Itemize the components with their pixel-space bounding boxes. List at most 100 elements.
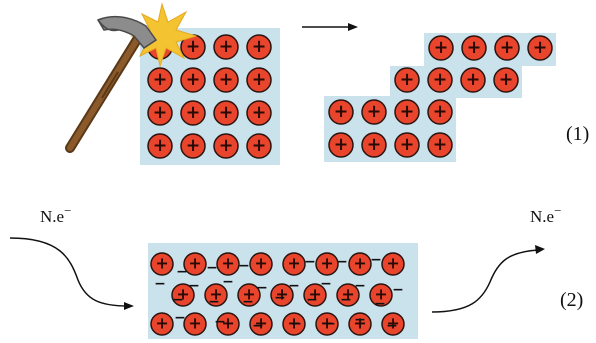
positive-ion: +	[394, 67, 420, 93]
ion-sign: +	[500, 38, 515, 58]
electron: −	[354, 278, 366, 294]
electron: −	[304, 254, 316, 270]
electron: −	[256, 280, 268, 296]
ion-sign: +	[188, 314, 201, 333]
ion-sign: +	[221, 254, 234, 273]
ion-sign: +	[188, 254, 201, 273]
positive-ion: +	[213, 133, 239, 159]
ion-sign: +	[320, 254, 333, 273]
positive-ion: +	[527, 35, 553, 61]
positive-ion: +	[180, 67, 206, 93]
ion-sign: +	[221, 314, 234, 333]
ion-sign: +	[499, 70, 514, 90]
positive-ion: +	[150, 252, 174, 276]
ion-sign: +	[254, 314, 267, 333]
positive-ion: +	[213, 34, 239, 60]
positive-ion: +	[213, 100, 239, 126]
positive-ion: +	[183, 312, 207, 336]
positive-ion: +	[180, 100, 206, 126]
electron: −	[374, 296, 386, 312]
positive-ion: +	[460, 67, 486, 93]
electron: −	[354, 312, 366, 328]
positive-ion: +	[361, 99, 387, 125]
electron: −	[336, 254, 348, 270]
positive-ion: +	[171, 283, 195, 307]
electron: −	[154, 276, 166, 292]
ion-sign: +	[367, 102, 382, 122]
positive-ion: +	[427, 67, 453, 93]
ion-sign: +	[186, 103, 201, 123]
positive-ion: +	[315, 252, 339, 276]
electron-group: −−−−−−−−−−−−−−−−−−−−−−−−−−−−	[154, 252, 404, 334]
positive-ion: +	[249, 252, 273, 276]
ion-sign: +	[252, 37, 267, 57]
electron: −	[208, 294, 220, 310]
ion-sign: +	[433, 70, 448, 90]
electron: −	[320, 276, 332, 292]
ion-sign: +	[153, 103, 168, 123]
ion-sign: +	[386, 314, 399, 333]
ion-sign: +	[153, 136, 168, 156]
ion-sign: +	[176, 285, 189, 304]
electrons-out: N.e−	[431, 203, 561, 313]
electron: −	[188, 278, 200, 294]
ion-sign: +	[275, 285, 288, 304]
electron: −	[340, 292, 352, 308]
transition-arrow	[302, 23, 358, 31]
positive-ion: +	[348, 252, 372, 276]
ion-sign: +	[287, 254, 300, 273]
electron: −	[324, 316, 336, 332]
positive-ion: +	[381, 252, 405, 276]
positive-ion: +	[204, 283, 228, 307]
ion-sign: +	[467, 38, 482, 58]
ion-sign: +	[287, 314, 300, 333]
positive-ion: +	[246, 34, 272, 60]
ion-sign: +	[433, 102, 448, 122]
ion-sign: +	[186, 136, 201, 156]
electron: −	[288, 278, 300, 294]
ion-sign: +	[374, 285, 387, 304]
top-right-lattice: ++++++++++++++++	[324, 33, 556, 162]
positive-ion: +	[348, 312, 372, 336]
positive-ion: +	[428, 35, 454, 61]
impact-spark-icon	[130, 2, 198, 68]
ion-sign: +	[308, 285, 321, 304]
ion-sign: +	[433, 135, 448, 155]
positive-ion: +	[394, 132, 420, 158]
ion-sign: +	[334, 102, 349, 122]
bottom-lattice: +++++++++++++++++++++++ −−−−−−−−−−−−−−−−…	[148, 243, 418, 339]
positive-ion: +	[246, 67, 272, 93]
ion-sign: +	[153, 70, 168, 90]
ion-sign: +	[386, 254, 399, 273]
positive-ion: +	[150, 312, 174, 336]
ion-sign: +	[252, 70, 267, 90]
electron: −	[222, 274, 234, 290]
ion-group: +++++++++++++++++++++++	[150, 252, 405, 336]
electron-flow-out-arrow	[431, 249, 539, 313]
ion-sign: +	[186, 70, 201, 90]
electron: −	[172, 292, 184, 308]
electron: −	[290, 316, 302, 332]
positive-ion: +	[303, 283, 327, 307]
positive-ion: +	[249, 312, 273, 336]
positive-ion: +	[270, 283, 294, 307]
ion-sign: +	[254, 254, 267, 273]
electrons-in-label: N.e−	[40, 203, 71, 226]
ion-sign: +	[186, 37, 201, 57]
ion-sign: +	[320, 314, 333, 333]
electron: −	[174, 310, 186, 326]
hammer-icon	[65, 15, 158, 153]
electron: −	[238, 258, 250, 274]
ion-sign: +	[533, 38, 548, 58]
positive-ion: +	[147, 100, 173, 126]
ion-sign: +	[334, 135, 349, 155]
positive-ion: +	[427, 132, 453, 158]
ion-sign: +	[400, 135, 415, 155]
positive-ion: +	[427, 99, 453, 125]
positive-ion: +	[147, 67, 173, 93]
ion-sign: +	[353, 314, 366, 333]
ion-sign: +	[155, 254, 168, 273]
electron: −	[214, 314, 226, 330]
positive-ion: +	[369, 283, 393, 307]
